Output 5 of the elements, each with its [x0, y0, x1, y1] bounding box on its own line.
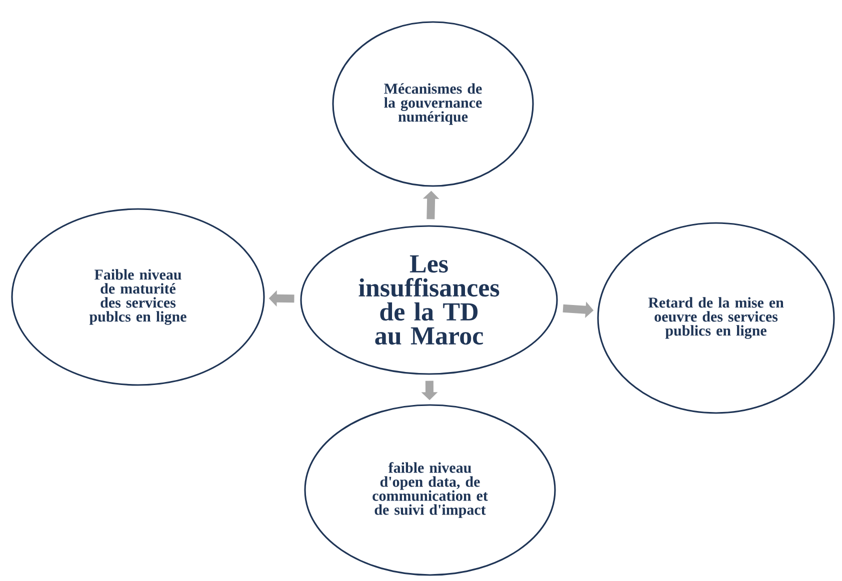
ellipse-node: Retard de la mise en oeuvre des services publics en ligne	[597, 222, 835, 414]
ellipse-node: Les insuffisances de la TD au Maroc	[300, 225, 558, 375]
ellipse-node: Mécanismes de la gouvernance numérique	[332, 21, 534, 187]
ellipse-node: Faible niveau de maturité des services publcs en ligne	[11, 208, 265, 386]
ellipse-node: faible niveau d'open data, de communication et de suivi d'impact	[304, 404, 556, 576]
